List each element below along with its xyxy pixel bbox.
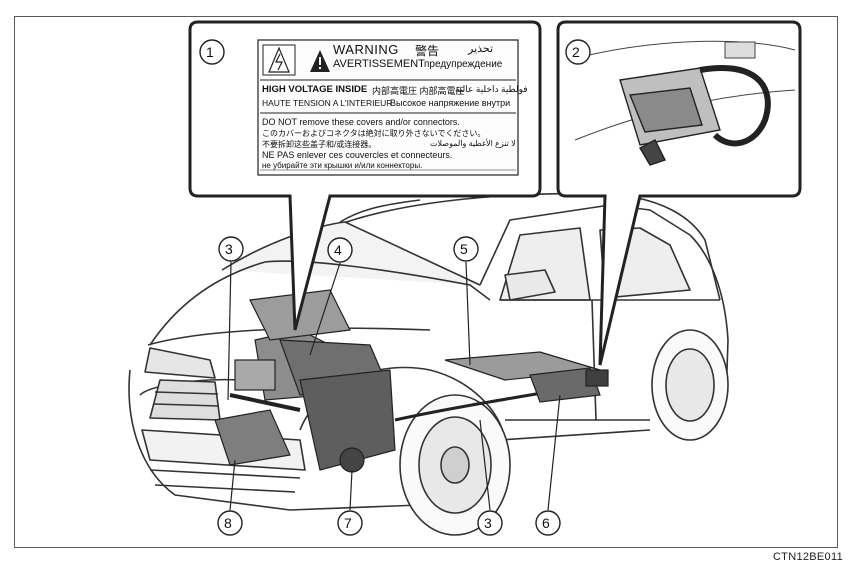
callout-3b-circle [477, 510, 503, 536]
warning-header-fr: AVERTISSEMENT [333, 58, 425, 70]
connector-callout-box [556, 20, 802, 366]
callout-7-circle [337, 510, 363, 536]
warning-line-ru: не убирайте эти крышки и/или коннекторы. [262, 161, 423, 170]
callout-6-label: 6 [542, 515, 550, 531]
callout-2-circle [565, 39, 591, 65]
warning-line-ar: لا تنزع الأغطية والموصلات [430, 139, 516, 148]
hv-inside-ar: فولطية داخلية عالية [455, 84, 528, 94]
callout-5-circle [453, 236, 479, 262]
hv-inside-fr: HAUTE TENSION A L'INTERIEUR [262, 98, 393, 108]
warning-line-fr: NE PAS enlever ces couvercles et connect… [262, 150, 453, 160]
warning-line-zh: 不要拆卸这些盖子和/或连接器。 [262, 140, 377, 149]
lightning-warning-icon [262, 44, 296, 76]
warning-header-ru: предупреждение [424, 59, 503, 70]
callout-4-circle [327, 237, 353, 263]
vehicle-outline [128, 192, 729, 511]
callout-1-label: 1 [206, 44, 214, 60]
hv-inside-jp: 内部高電圧 内部高電圧 [372, 86, 465, 96]
callout-1-circle [199, 39, 225, 65]
rear-wheel [651, 329, 729, 441]
hybrid-battery [444, 351, 601, 403]
callout-6-circle [535, 510, 561, 536]
callout-8-label: 8 [224, 515, 232, 531]
warning-line-en: DO NOT remove these covers and/or connec… [262, 117, 460, 127]
warning-header: WARNING [333, 42, 399, 57]
callout-3b-label: 3 [484, 515, 492, 531]
figure-code: CTN12BE011 [772, 551, 843, 563]
warning-label [257, 39, 519, 176]
callout-5-label: 5 [460, 241, 468, 257]
warning-header-ar: تحذير [468, 43, 494, 55]
warning-line-jp: このカバーおよびコネクタは絶対に取り外さないでください。 [262, 129, 486, 138]
callout-2-label: 2 [572, 44, 580, 60]
warning-header-jp: 警告 [415, 44, 440, 58]
leader-lines [227, 261, 561, 511]
callout-8-circle [217, 510, 243, 536]
callout-3-circle [218, 236, 244, 262]
service-plug [585, 369, 609, 387]
hv-connector-detail [619, 65, 771, 166]
callout-circles [199, 39, 591, 536]
front-wheel [399, 394, 511, 536]
callout-4-label: 4 [334, 242, 342, 258]
hv-inside-en: HIGH VOLTAGE INSIDE [262, 84, 368, 95]
callout-3-label: 3 [225, 241, 233, 257]
hv-inside-ru: Высокое напряжение внутри [390, 98, 511, 108]
callout-7-label: 7 [344, 515, 352, 531]
